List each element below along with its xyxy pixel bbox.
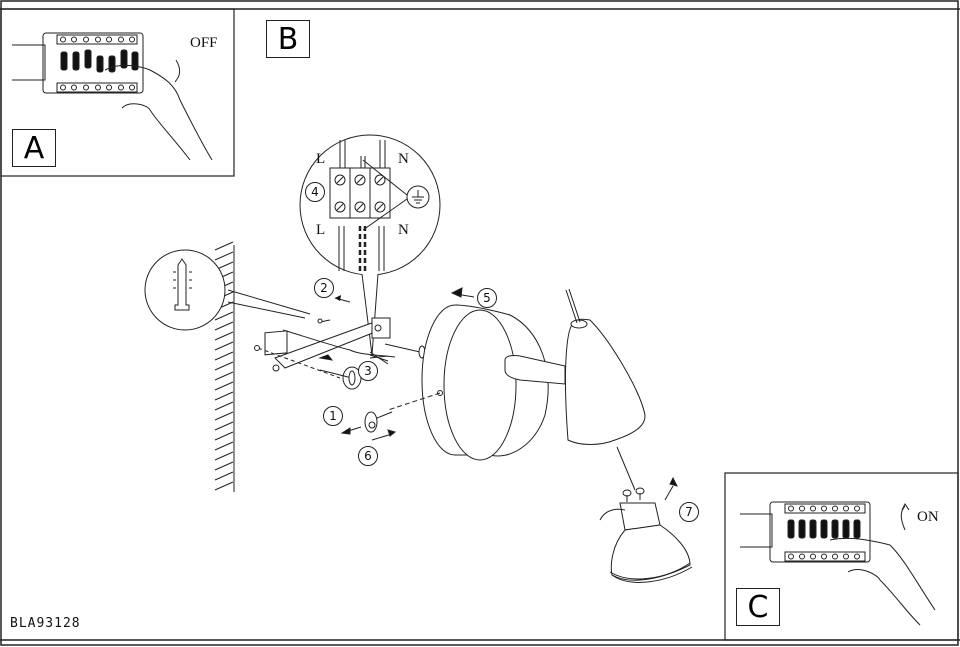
terminal-block	[329, 167, 391, 219]
step-6-marker: 6	[358, 446, 378, 466]
hand-c	[829, 537, 936, 611]
step-7-marker: 7	[679, 502, 699, 522]
wire-label-n-top: N	[398, 151, 409, 167]
breaker-terminals-top	[56, 34, 138, 45]
wire-label-n-bottom: N	[398, 222, 409, 238]
breaker-box-a	[12, 32, 213, 161]
step-4-marker: 4	[305, 182, 325, 202]
mounting-bracket	[254, 317, 426, 390]
breaker-switches	[60, 49, 139, 73]
panel-a-frame	[0, 8, 235, 177]
step-3-marker: 3	[358, 361, 378, 381]
dowel-callout	[144, 249, 311, 331]
switch-on-label: ON	[917, 509, 939, 525]
switch-off-label: OFF	[190, 35, 218, 51]
panel-a-label: A	[12, 129, 56, 167]
arrow-6	[387, 429, 397, 437]
screw-right	[384, 343, 421, 353]
breaker-box-c	[740, 501, 936, 626]
step-5-marker: 5	[477, 288, 497, 308]
panel-c-label: C	[736, 588, 780, 626]
arrow-7	[669, 476, 678, 487]
step-2-marker: 2	[314, 278, 334, 298]
gu10-bulb	[599, 476, 693, 583]
arrow-3	[318, 354, 334, 361]
wiring-callout	[299, 134, 441, 356]
screw-left	[319, 369, 353, 379]
step-1-marker: 1	[323, 406, 343, 426]
hand-a	[104, 64, 213, 161]
wire-label-l-bottom: L	[316, 222, 326, 238]
arrow-5	[450, 287, 463, 298]
breaker-terminals-bottom	[56, 82, 138, 93]
anchor-screw	[340, 411, 397, 441]
wire-label-l-top: L	[316, 151, 326, 167]
wall-plate	[387, 287, 566, 461]
cable	[282, 329, 396, 358]
panel-b-label: B	[266, 20, 310, 58]
model-code: BLA93128	[10, 616, 81, 631]
lamp-head	[564, 288, 646, 491]
arrow-1	[340, 427, 351, 435]
panel-c-frame	[724, 472, 959, 641]
wall-plug-icon	[174, 258, 190, 311]
